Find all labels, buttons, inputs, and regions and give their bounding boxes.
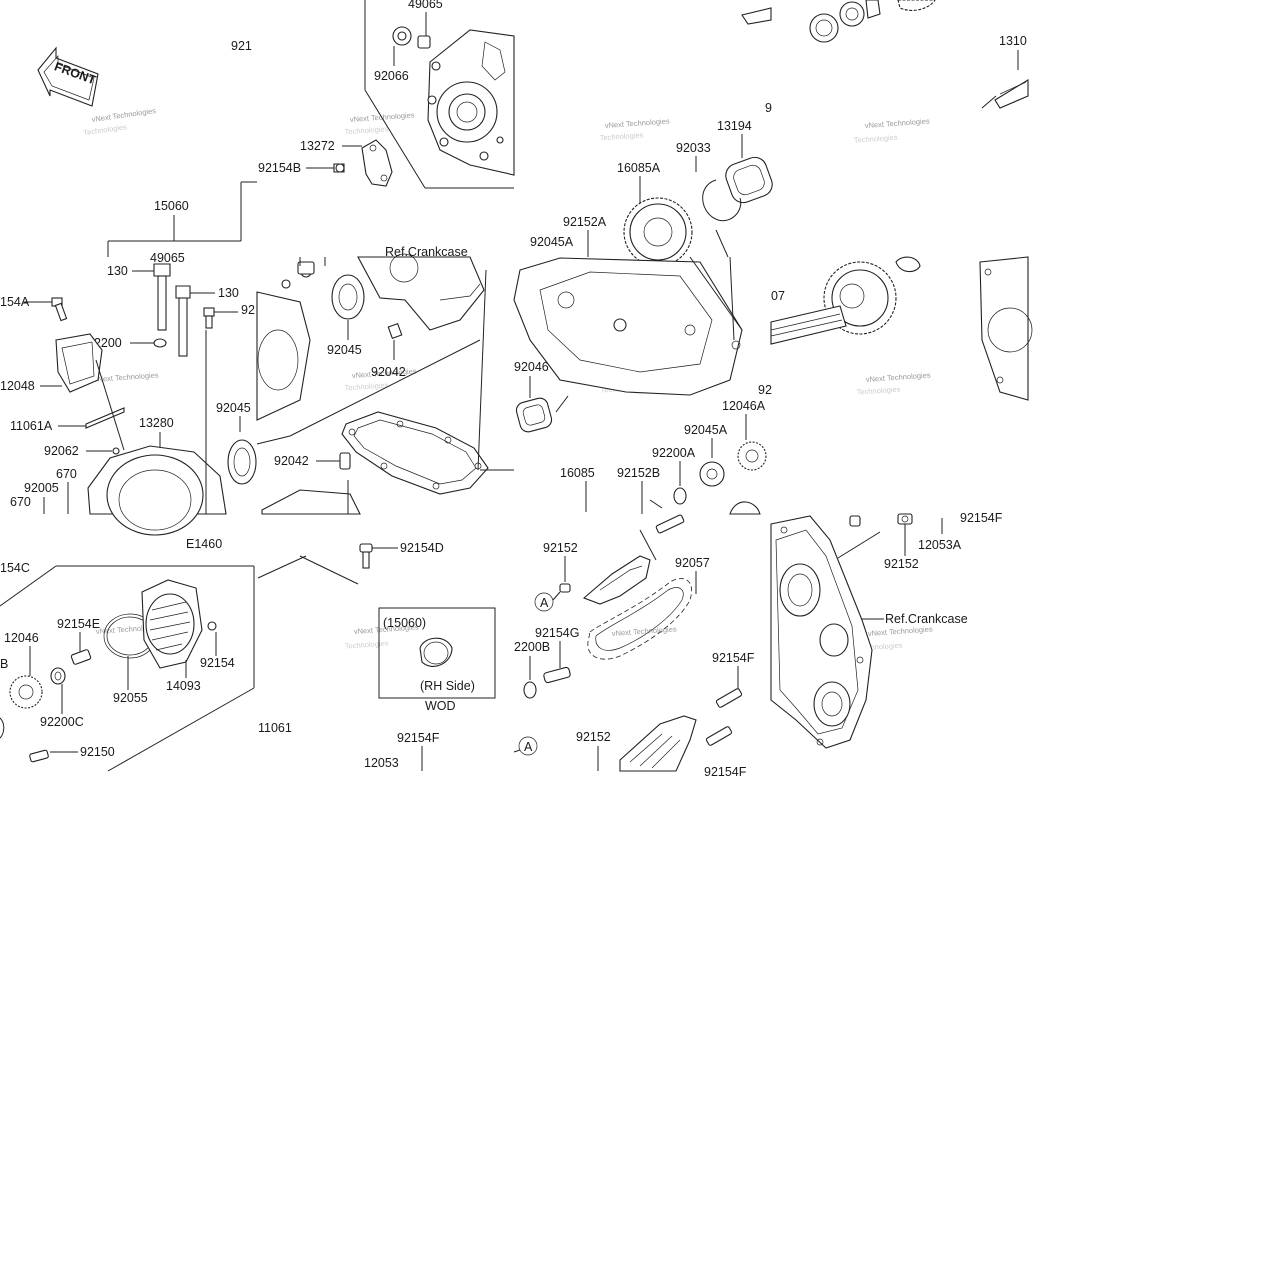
callout-92154f-a: 92154F — [397, 731, 440, 745]
watermark-text: Technologies — [854, 133, 899, 145]
marker-a — [518, 736, 538, 756]
callout-16085: 16085 — [560, 466, 595, 480]
callout-92154f-c: 92154F — [704, 765, 747, 779]
watermark-text: vNext Technologies — [605, 116, 671, 130]
callout-154c: 154C — [0, 561, 30, 575]
callout-92154f-b: 92154F — [712, 651, 755, 665]
callout-92057: 92057 — [675, 556, 710, 570]
tile-upper-cover: 49065 92066 13272 92154B — [258, 0, 515, 189]
callout-670-b: 670 — [10, 495, 31, 509]
inset-box — [378, 607, 496, 699]
tile-front-region: 921 15060 49065 — [107, 39, 257, 265]
callout-49065-mid: 49065 — [150, 251, 185, 265]
callout-92154e: 92154E — [57, 617, 100, 631]
callout-92046: 92046 — [514, 360, 549, 374]
callout-92042-b: 92042 — [274, 454, 309, 468]
tile-cover-small: E1460 154C 92154E 12046 B 92154 92055 14… — [0, 537, 359, 772]
watermark-text: vNext Technologies — [866, 370, 932, 384]
tile-shaft-upper: 1310 — [809, 0, 1029, 109]
callout-92154d: 92154D — [400, 541, 444, 555]
marker-a-label: A — [524, 740, 533, 754]
callout-92152b: 92152B — [617, 466, 660, 480]
callout-92200c: 92200C — [40, 715, 84, 729]
watermark-text: vNext Technologies — [865, 116, 931, 130]
marker-a-label: A — [540, 596, 549, 610]
callout-49065-top: 49065 — [408, 0, 443, 11]
watermark-text: Technologies — [344, 380, 389, 392]
callout-154a: 154A — [0, 295, 30, 309]
watermark-text: Technologies — [599, 130, 644, 142]
callout-13272: 13272 — [300, 139, 335, 153]
marker-a — [534, 592, 554, 612]
callout-07: 07 — [771, 289, 785, 303]
callout-12053a: 12053A — [918, 538, 962, 552]
callout-12046: 12046 — [4, 631, 39, 645]
callout-16085a: 16085A — [617, 161, 661, 175]
tile-crankcase-mid: 92046 92 12046A 92045A 92200A 16085 9215… — [513, 256, 772, 515]
callout-92: 92 — [241, 303, 255, 317]
ref-crankcase-label: Ref.Crankcase — [385, 245, 468, 259]
callout-921: 921 — [231, 39, 252, 53]
callout-11061a: 11061A — [10, 419, 53, 433]
watermark-text: Technologies — [345, 639, 390, 651]
watermark-text: vNext Technologies — [91, 106, 157, 124]
callout-92154b: 92154B — [258, 161, 301, 175]
callout-130-a: 130 — [107, 264, 128, 278]
callout-92005: 92005 — [24, 481, 59, 495]
tile-gasket: 92045 Ref.Crankcase 92042 92042 — [256, 245, 514, 515]
watermark-text: vNext Technologies — [350, 110, 416, 124]
inset-part-number: (15060) — [383, 616, 426, 630]
callout-670-a: 670 — [56, 467, 77, 481]
callout-130-b: 130 — [218, 286, 239, 300]
callout-92152-b: 92152 — [576, 730, 611, 744]
tile-gear-upper: 9 13194 92033 16085A 92152A 92045A — [530, 7, 773, 267]
callout-92152-a: 92152 — [543, 541, 578, 555]
tile-inset-wod: 92154D 11061 (15060) (RH Side) WOD 92154… — [258, 541, 496, 771]
callout-12053: 12053 — [364, 756, 399, 770]
watermark-text: Technologies — [856, 385, 901, 397]
callout-b: B — [0, 657, 8, 671]
callout-13194: 13194 — [717, 119, 752, 133]
tile-side-cover: 92154F 12053A 92152 Ref.Crankcase — [770, 511, 1003, 749]
callout-92045-left: 92045 — [216, 401, 251, 415]
inset-wod: WOD — [425, 699, 456, 713]
callout-92042-a: 92042 — [371, 365, 406, 379]
callout-e1460: E1460 — [186, 537, 222, 551]
callout-92062: 92062 — [44, 444, 79, 458]
callout-12048: 12048 — [0, 379, 35, 393]
tile-tensioner: 92152 A 92057 92154G 2200B 92154F A 9215… — [513, 514, 755, 779]
callout-92200a: 92200A — [652, 446, 696, 460]
callout-92045a-mid: 92045A — [684, 423, 728, 437]
callout-92045-mid: 92045 — [327, 343, 362, 357]
ref-crankcase-label-b: Ref.Crankcase — [885, 612, 968, 626]
callout-9: 9 — [765, 101, 772, 115]
watermark-text: Technologies — [344, 124, 389, 136]
callout-15060: 15060 — [154, 199, 189, 213]
front-arrow-icon: FRONT — [37, 46, 99, 107]
inset-rh-side: (RH Side) — [420, 679, 475, 693]
callout-92154: 92154 — [200, 656, 235, 670]
callout-92066: 92066 — [374, 69, 409, 83]
callout-92152-c: 92152 — [884, 557, 919, 571]
callout-92-right: 92 — [758, 383, 772, 397]
callout-92045a-top: 92045A — [530, 235, 574, 249]
callout-92055: 92055 — [113, 691, 148, 705]
callout-92154f-d: 92154F — [960, 511, 1003, 525]
watermark-text: Technologies — [83, 122, 128, 137]
callout-14093: 14093 — [166, 679, 201, 693]
callout-2200b: 2200B — [514, 640, 550, 654]
callout-1310: 1310 — [999, 34, 1027, 48]
callout-92033: 92033 — [676, 141, 711, 155]
callout-11061: 11061 — [258, 721, 292, 735]
callout-92154g: 92154G — [535, 626, 579, 640]
tile-cover-left: 130 130 92 154A 92200 12048 11061A 13280… — [0, 263, 257, 536]
callout-92152a: 92152A — [563, 215, 607, 229]
callout-13280: 13280 — [139, 416, 174, 430]
tile-shaft-mid: 07 — [770, 256, 1033, 401]
watermark-text: vNext Technologies — [868, 624, 934, 638]
callout-12046a: 12046A — [722, 399, 766, 413]
callout-92150: 92150 — [80, 745, 115, 759]
